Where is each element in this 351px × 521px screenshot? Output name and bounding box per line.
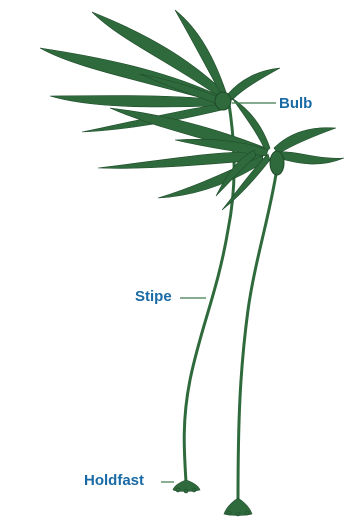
label-holdfast: Holdfast bbox=[84, 473, 144, 488]
holdfast-right bbox=[224, 498, 252, 516]
blades-right-plant bbox=[98, 98, 344, 210]
label-stipe: Stipe bbox=[135, 289, 172, 304]
holdfast-left bbox=[173, 480, 200, 493]
stipe-right bbox=[238, 168, 277, 500]
bulb-left bbox=[215, 92, 231, 110]
bulb-right bbox=[270, 151, 284, 175]
label-bulb: Bulb bbox=[279, 96, 312, 111]
